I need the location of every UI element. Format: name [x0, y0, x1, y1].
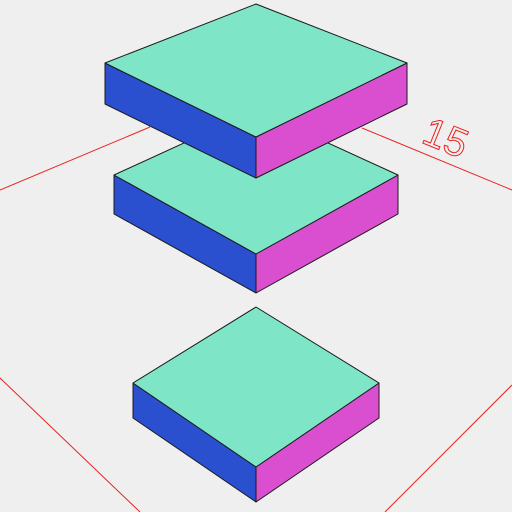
guide-line-lower-left: [0, 377, 141, 512]
grid-guides: [0, 126, 512, 512]
bottom-slab-top-face: [132, 306, 380, 468]
guide-line-lower-right: [384, 384, 512, 512]
bottom-slab[interactable]: [132, 306, 380, 503]
middle-slab[interactable]: [113, 109, 399, 294]
top-slab-top-face: [104, 3, 408, 138]
guide-line-upper-left: [0, 126, 151, 191]
middle-slab-top-face: [113, 109, 399, 255]
top-slab[interactable]: [104, 3, 408, 179]
guide-line-upper-right: [361, 127, 512, 191]
